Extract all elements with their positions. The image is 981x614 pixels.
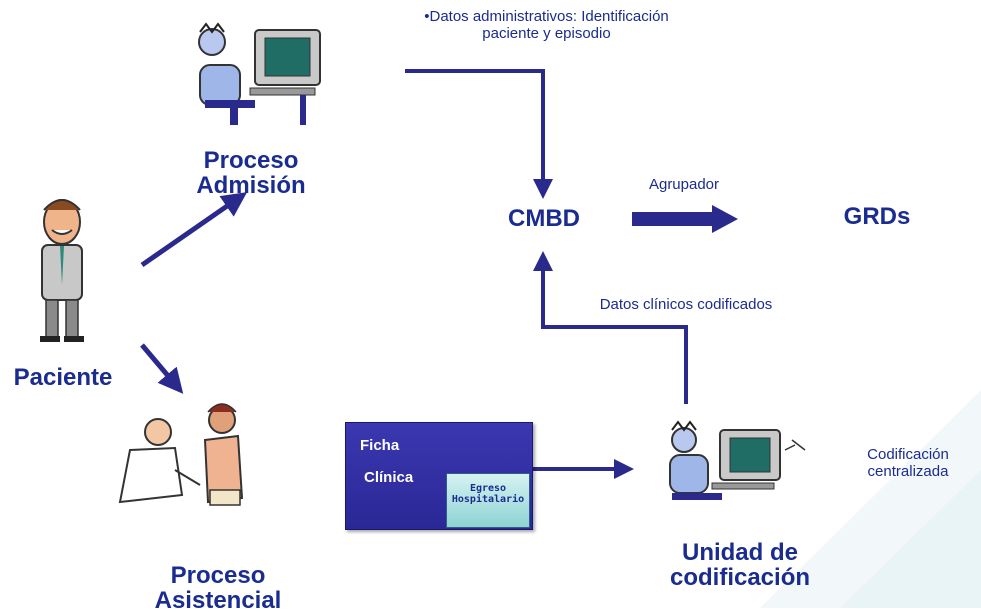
datos-administrativos-label: •Datos administrativos: Identificación p… — [424, 8, 669, 43]
admision-label: Proceso Admisión — [196, 147, 306, 200]
admision-illustration — [198, 22, 321, 125]
arrow-unidad-cmbd — [533, 251, 688, 404]
datos-clinicos-label: Datos clínicos codificados — [599, 296, 773, 313]
arrow-admision-cmbd — [405, 69, 553, 199]
asistencial-label: Proceso Asistencial — [154, 562, 282, 614]
cmbd-label: CMBD — [508, 205, 580, 232]
paciente-label: Paciente — [13, 364, 113, 391]
unidad-label: Unidad de codificación — [669, 539, 811, 592]
egreso-hospitalario-box: Egreso Hospitalario — [446, 473, 530, 528]
codificacion-centralizada-label: Codificación centralizada — [867, 446, 949, 481]
agrupador-label: Agrupador — [648, 176, 720, 193]
paciente-illustration — [40, 199, 84, 342]
arrow-paciente-asistencial — [140, 343, 184, 394]
asistencial-illustration — [118, 403, 244, 506]
ficha-clinica-box: Ficha Clínica Egreso Hospitalario — [345, 422, 533, 530]
arrow-cmbd-grds — [632, 205, 738, 233]
unidad-illustration — [669, 420, 806, 500]
grds-label: GRDs — [843, 203, 911, 230]
clinica-title: Clínica — [364, 469, 414, 486]
ficha-title: Ficha — [360, 437, 400, 454]
arrow-paciente-admision — [140, 192, 248, 268]
